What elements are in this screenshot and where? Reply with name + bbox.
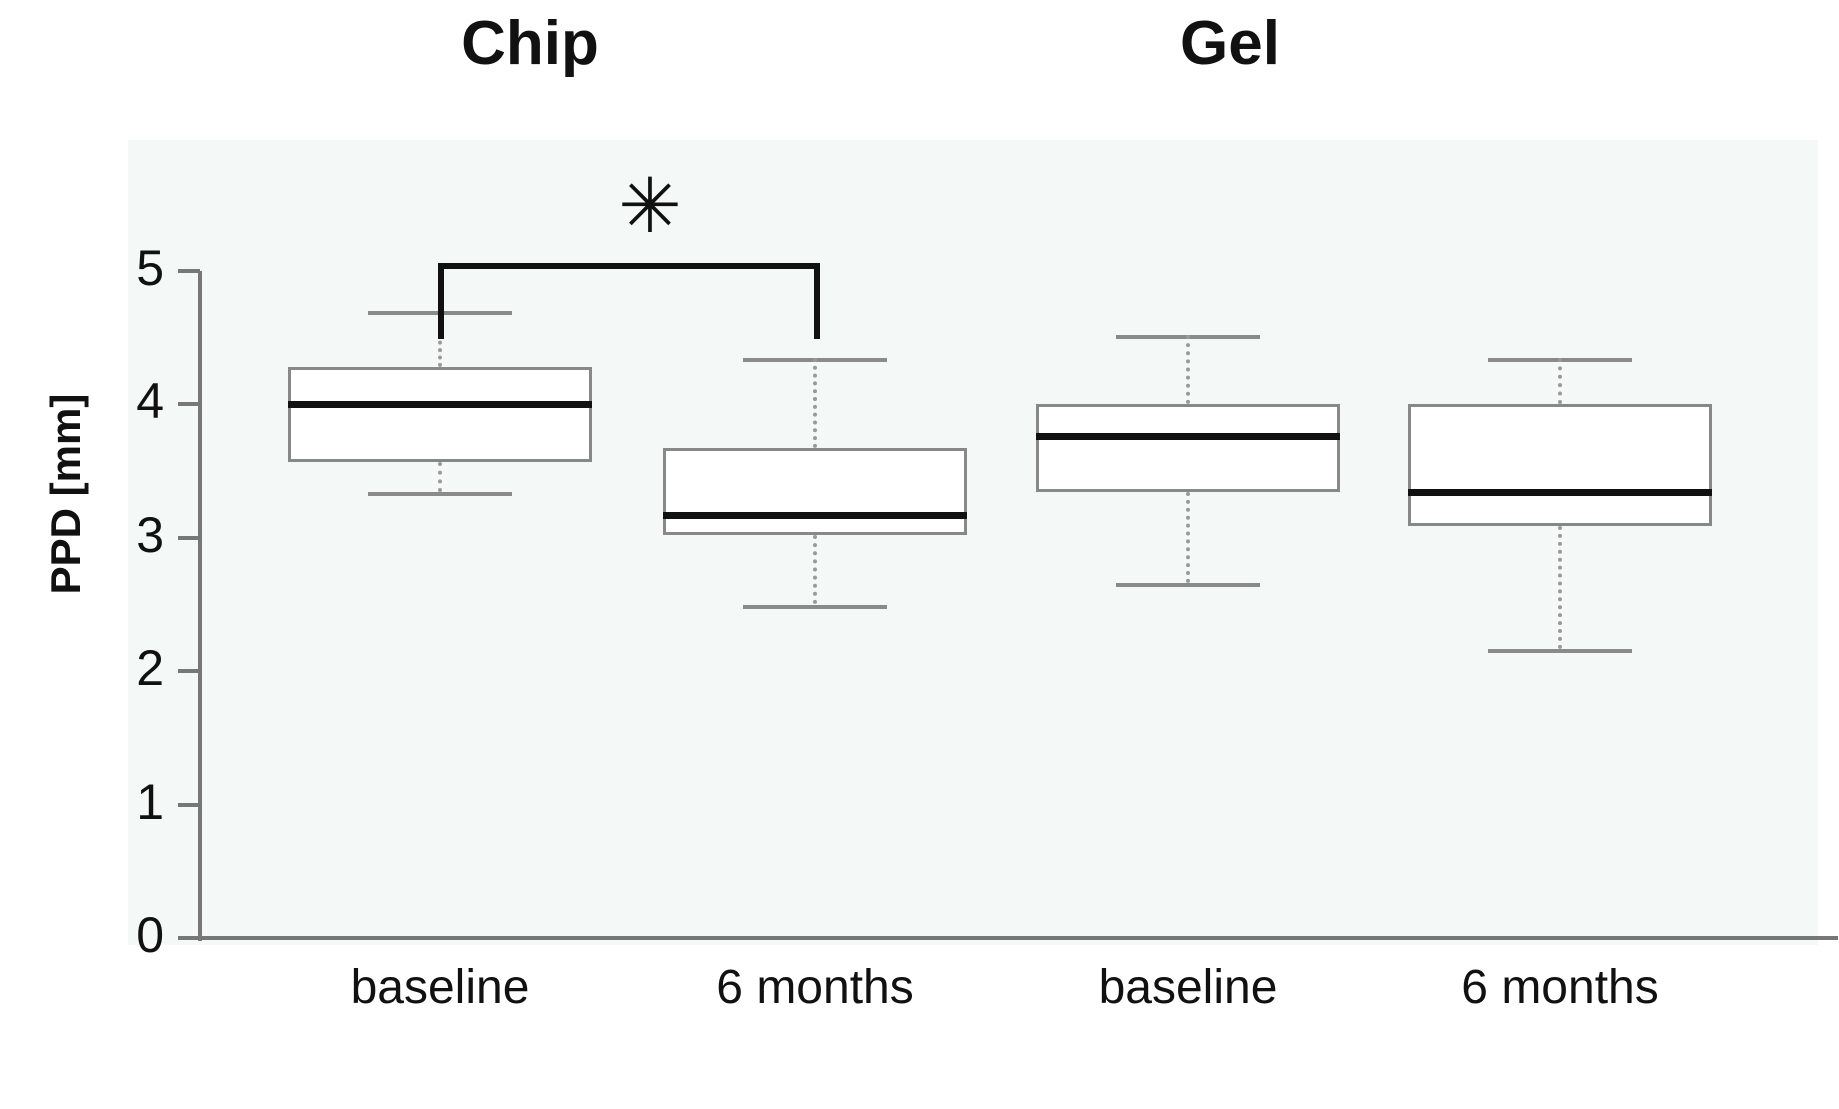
whisker-lower (1558, 525, 1562, 649)
y-tick-mark (178, 802, 200, 807)
y-axis-label: PPD [mm] (42, 393, 89, 595)
box-iqr (1408, 404, 1712, 526)
whisker-upper (813, 357, 817, 449)
box-iqr (1036, 404, 1340, 493)
y-tick-label: 5 (136, 240, 164, 296)
box-iqr (288, 367, 592, 462)
y-axis-line (198, 271, 202, 941)
x-tick-label-3: 6 months (1461, 961, 1659, 1014)
whisker-cap-lower (1116, 583, 1260, 588)
whisker-lower (813, 535, 817, 605)
median-line (288, 401, 592, 409)
whisker-cap-lower (743, 604, 887, 609)
group-title-chip: Chip (461, 9, 599, 78)
whisker-upper (438, 311, 442, 368)
significance-bracket (438, 263, 820, 339)
y-tick-mark (178, 269, 200, 273)
y-tick-label: 1 (136, 773, 164, 830)
y-tick-mark (178, 669, 200, 674)
box-iqr (663, 448, 967, 536)
group-title-gel: Gel (1180, 9, 1280, 78)
x-axis-line (198, 936, 1838, 940)
y-tick-label: 4 (136, 373, 164, 430)
whisker-lower (438, 461, 442, 493)
y-tick-label: 2 (136, 640, 164, 697)
median-line (663, 512, 967, 520)
significance-asterisk: ✳ (618, 161, 682, 250)
median-line (1408, 489, 1712, 497)
x-tick-label-1: 6 months (716, 961, 914, 1014)
y-tick-mark (178, 936, 200, 940)
x-tick-label-0: baseline (350, 961, 530, 1014)
whisker-upper (1186, 335, 1190, 405)
x-tick-label-2: baseline (1098, 961, 1278, 1014)
plot-background (128, 140, 1818, 945)
y-tick-mark (178, 402, 200, 407)
y-tick-label: 3 (136, 506, 164, 563)
median-line (1036, 433, 1340, 441)
y-tick-mark (178, 535, 200, 540)
whisker-upper (1558, 357, 1562, 405)
whisker-cap-lower (1488, 648, 1632, 653)
whisker-cap-lower (368, 492, 512, 497)
whisker-lower (1186, 492, 1190, 584)
y-tick-label: 0 (136, 907, 164, 963)
